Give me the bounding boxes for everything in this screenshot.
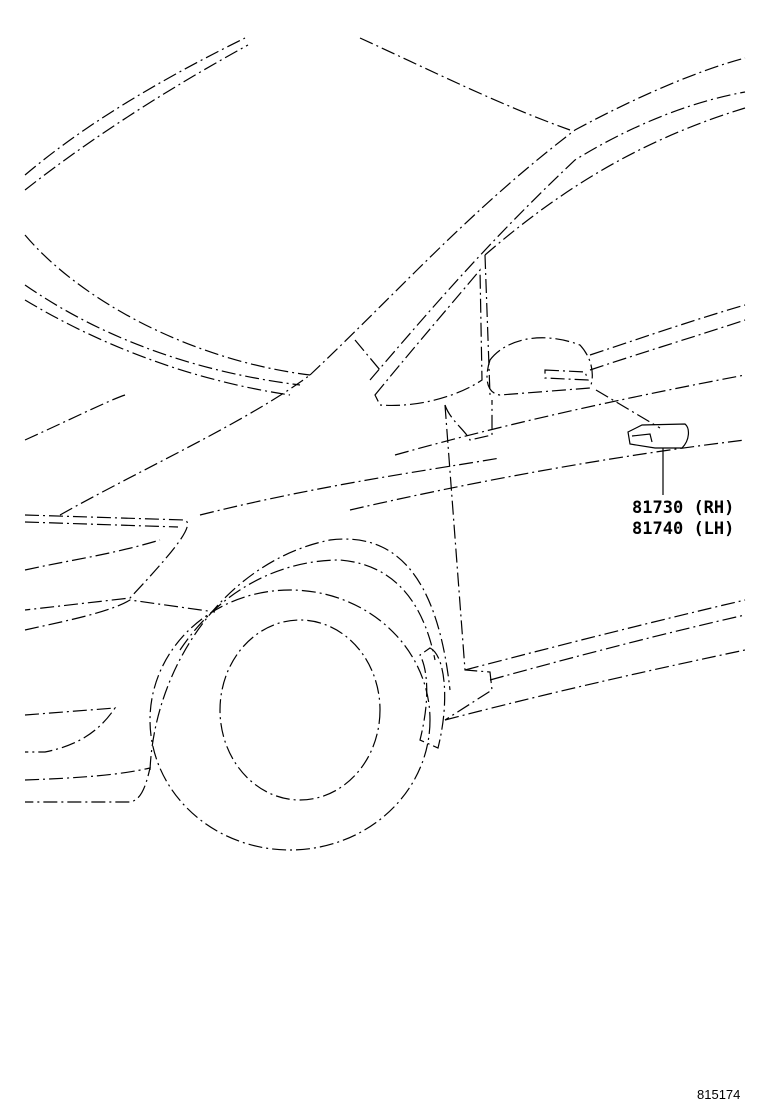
fender-top	[59, 374, 311, 516]
door-belt-2	[589, 319, 746, 371]
a-pillar-outer	[309, 57, 746, 376]
front-pillar-down	[444, 404, 493, 721]
rocker-mid	[489, 614, 746, 681]
mirror-turn-lamp-location	[544, 369, 589, 381]
rocker-top	[464, 599, 746, 671]
fog-lamp	[24, 707, 117, 753]
roof-edge	[359, 37, 571, 131]
bumper-line-2	[24, 599, 216, 631]
window-frame-side	[484, 254, 491, 396]
turn-signal-lamp-part	[627, 423, 689, 449]
leader-line-dashed	[595, 389, 661, 429]
hood-curve-2	[24, 284, 301, 386]
quarter-glass	[374, 268, 483, 407]
turn-signal-lamp-detail	[631, 433, 653, 443]
body-line-1	[394, 374, 746, 456]
fender-crease	[199, 457, 501, 516]
tire-inner	[219, 619, 381, 801]
hood-line-2	[24, 44, 249, 191]
hood-front	[24, 394, 126, 441]
headlamp-inner	[24, 521, 179, 528]
part-label-rh: 81730 (RH)	[632, 497, 734, 519]
bumper-line-1	[24, 539, 161, 571]
hood-curve-1	[24, 234, 311, 376]
mirror-housing	[486, 337, 593, 396]
door-belt-1	[589, 304, 746, 356]
reference-code: 815174	[697, 1087, 741, 1102]
window-frame-top	[484, 107, 746, 256]
mudflap	[419, 647, 446, 749]
part-side-lh: (LH)	[693, 519, 735, 539]
mirror-base	[444, 400, 493, 441]
lower-bumper	[24, 767, 151, 803]
part-number-rh: 81730	[632, 498, 684, 518]
windshield-base	[354, 339, 381, 371]
part-side-rh: (RH)	[693, 498, 735, 518]
a-pillar-inner	[369, 91, 746, 381]
headlamp-outline	[24, 514, 189, 611]
rocker-bottom	[444, 649, 746, 721]
tire-outer	[149, 589, 431, 851]
wheel-arch-inner	[179, 559, 436, 661]
wheel-arch-outer	[149, 538, 451, 771]
body-line-2	[349, 439, 746, 511]
hood-line-1	[24, 37, 246, 176]
part-number-lh: 81740	[632, 519, 684, 539]
part-label-lh: 81740 (LH)	[632, 518, 734, 540]
hood-curve-3	[24, 299, 291, 396]
